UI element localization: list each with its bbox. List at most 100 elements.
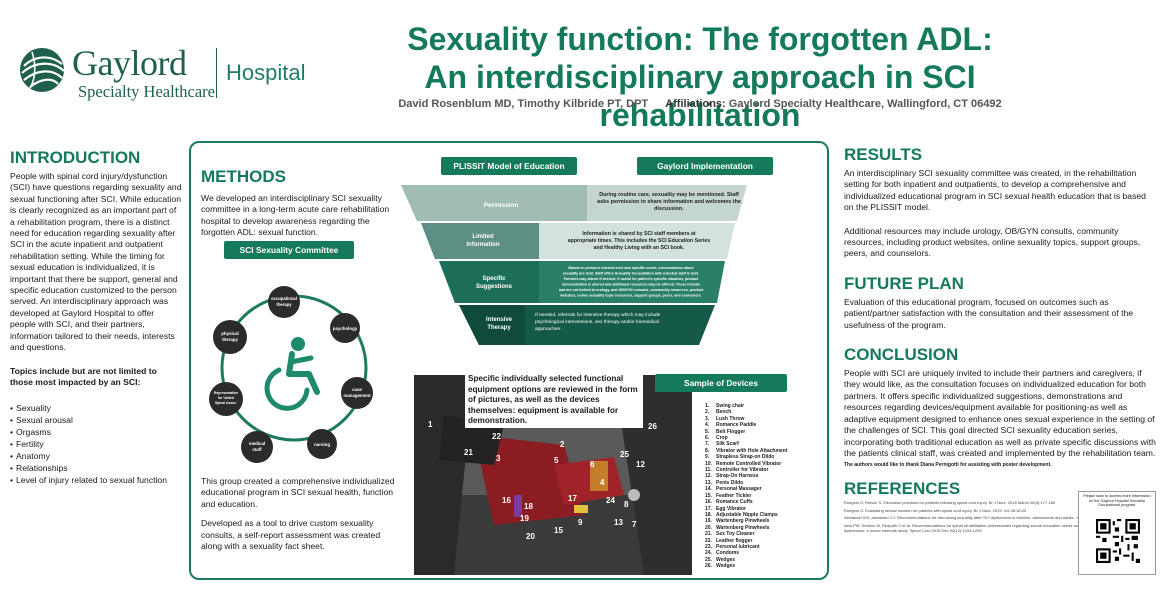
device-item: 11.Controller for Vibrator <box>705 467 769 474</box>
device-item: 15.Feather Tickler <box>705 492 752 499</box>
devices-caption: Specific individually selected functiona… <box>465 373 643 428</box>
svg-text:During routine care, sexuality: During routine care, sexuality may be me… <box>599 192 739 198</box>
svg-text:physical: physical <box>221 331 239 336</box>
svg-text:Permission: Permission <box>484 202 519 209</box>
reference-item: Rodgers S. Evaluating sexual function fo… <box>844 507 1027 513</box>
device-item: 10.Remote Controlled Vibrator <box>705 460 782 467</box>
svg-text:Representative: Representative <box>214 391 238 395</box>
results-body-2: Additional resources may include urology… <box>844 225 1141 259</box>
device-item: 23.Personal lubricant <box>705 543 760 550</box>
photo-label: 26 <box>648 422 657 431</box>
device-item: 14.Personal Massager <box>705 486 762 493</box>
photo-label: 13 <box>614 518 623 527</box>
committee-node-case-management: case management <box>341 377 373 409</box>
device-item: 3.Lush Throw <box>705 415 745 422</box>
svg-text:Specific: Specific <box>482 276 506 282</box>
device-item: 21.Sex Toy Cleaner <box>705 531 755 538</box>
wheelchair-icon <box>264 337 320 411</box>
device-item: 19.Wartenberg Pinwheels <box>705 518 770 525</box>
plissit-level-limited-information: Limited Information Information is share… <box>421 223 735 259</box>
affiliations-label: Affiliations: <box>665 98 726 110</box>
photo-label: 6 <box>590 460 595 469</box>
references-section: REFERENCES Rodgers S, Reisch S. Educatio… <box>844 479 1156 534</box>
svg-text:and are not limited to urology: and are not limited to urology, and OB/G… <box>559 288 704 292</box>
authors-line: David Rosenblum MD, Timothy Kilbride PT,… <box>330 98 1070 110</box>
photo-label: 18 <box>524 502 533 511</box>
device-item: 24.Condoms <box>705 550 740 557</box>
committee-node-united-spinal: Representative for United Spinal Assoc. <box>209 382 243 416</box>
plissit-funnel: Permission During routine care, sexualit… <box>401 185 747 345</box>
device-item: 17.Egg Vibrator <box>705 505 746 512</box>
device-item: 6.Crop <box>705 435 728 442</box>
device-item: 4.Romance Paddle <box>705 422 757 429</box>
logo-subtitle: Specialty Healthcare <box>78 82 215 101</box>
svg-text:occupational: occupational <box>271 296 297 301</box>
photo-label: 20 <box>526 532 535 541</box>
svg-text:Therapy: Therapy <box>487 325 511 331</box>
devices-list: 1.Swing chair 2.Bench 3.Lush Throw 4.Rom… <box>705 403 825 570</box>
device-item: 9.Strapless Strap-on Dildo <box>705 454 775 461</box>
introduction-body: People with spinal cord injury/dysfuncti… <box>10 171 182 353</box>
svg-text:Information: Information <box>467 242 500 248</box>
introduction-section: INTRODUCTION People with spinal cord inj… <box>10 148 182 486</box>
svg-text:sexuality are held. Staff offe: sexuality are held. Staff offers Sexuali… <box>563 272 699 276</box>
svg-text:Spinal Assoc.: Spinal Assoc. <box>215 401 237 405</box>
photo-label: 24 <box>606 496 615 505</box>
conclusion-heading: CONCLUSION <box>844 345 959 365</box>
topic-item: Orgasms <box>10 426 182 438</box>
title-line-2: An interdisciplinary approach in SCI reh… <box>424 59 976 133</box>
authors: David Rosenblum MD, Timothy Kilbride PT,… <box>398 98 649 110</box>
implementation-label: Gaylord Implementation <box>637 157 773 175</box>
photo-label: 9 <box>578 518 583 527</box>
device-item: 16.Romance Cuffs <box>705 499 753 506</box>
topic-item: Relationships <box>10 462 182 474</box>
qr-box: Please scan to access more information o… <box>1078 491 1156 575</box>
svg-text:management: management <box>343 393 371 398</box>
title-line-1: Sexuality function: The forgotten ADL: <box>407 21 993 57</box>
reference-item: Alexander MS, alexander CJ. Recommendati… <box>844 515 1139 521</box>
device-item: 7.Silk Scarf <box>705 441 739 448</box>
photo-label: 7 <box>632 520 637 529</box>
device-item: 22.Leather flogger <box>705 537 753 544</box>
topics-list: Sexuality Sexual arousal Orgasms Fertili… <box>10 402 182 486</box>
photo-label: 8 <box>624 500 629 509</box>
photo-label: 15 <box>554 526 563 535</box>
qr-code-icon[interactable] <box>1096 519 1140 563</box>
committee-node-psychology: psychology <box>330 313 360 343</box>
photo-label: 22 <box>492 432 501 441</box>
topic-item: Anatomy <box>10 450 182 462</box>
introduction-heading: INTRODUCTION <box>10 148 141 167</box>
svg-text:staff: staff <box>252 447 262 452</box>
methods-intro: METHODS We developed an interdisciplinar… <box>201 167 401 239</box>
logo-name: Gaylord <box>72 43 187 83</box>
svg-text:Partners may attend if desired: Partners may attend if desired. If usefu… <box>564 277 699 281</box>
committee-node-medical-staff: medical staff <box>241 431 273 463</box>
photo-label: 1 <box>428 420 433 429</box>
svg-text:appropriate times. This includ: appropriate times. This includes the SCI… <box>568 238 711 244</box>
gaylord-ball-icon <box>20 48 65 92</box>
conclusion-body: People with SCI are uniquely invited to … <box>844 368 1156 458</box>
svg-text:asks permission to share infor: asks permission to share information and… <box>597 199 741 205</box>
device-item: 18.Adjustable Nipple Clamps <box>705 511 778 518</box>
plissit-level-intensive-therapy: Intensive Therapy If needed, referrals f… <box>459 305 715 345</box>
device-item: 26.Wedges <box>705 563 736 570</box>
photo-label: 12 <box>636 460 645 469</box>
photo-label: 17 <box>568 494 577 503</box>
qr-text: Please scan to access more information o… <box>1083 494 1151 508</box>
methods-body-2: This group created a comprehensive indiv… <box>201 476 395 509</box>
devices-photo: 1 22 21 3 2 5 6 25 26 12 4 16 18 17 19 2… <box>414 375 692 575</box>
topic-item: Sexuality <box>10 402 182 414</box>
logo-divider <box>216 48 217 98</box>
svg-text:psychological interventions, s: psychological interventions, sex therapy… <box>535 319 659 325</box>
topic-item: Sexual arousal <box>10 414 182 426</box>
references-heading: REFERENCES <box>844 479 961 499</box>
results-body-1: An interdisciplinary SCI sexuality commi… <box>844 168 1146 213</box>
svg-text:discussion.: discussion. <box>654 206 684 212</box>
svg-text:and Healthy Living with an SCI: and Healthy Living with an SCI book. <box>594 245 685 251</box>
device-item: 12.Strap-On Harness <box>705 473 759 480</box>
reference-item: New PW, Seddon M, Redpath C et al. Recom… <box>844 522 1149 534</box>
methods-heading: METHODS <box>201 167 286 186</box>
svg-text:Based on person's interest lev: Based on person's interest level and spe… <box>568 266 694 270</box>
affiliations: Affiliations: Gaylord Specialty Healthca… <box>665 98 1001 110</box>
reference-item: Rodgers S, Reisch S. Education provision… <box>844 500 1056 506</box>
